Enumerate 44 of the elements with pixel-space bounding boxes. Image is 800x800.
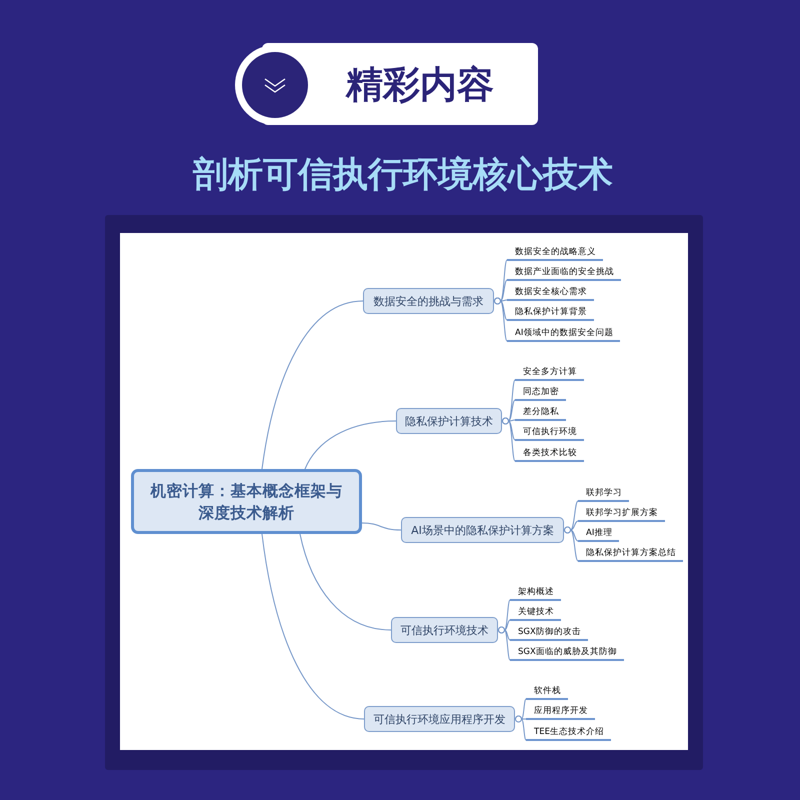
subtopic: 安全多方计算 [515, 366, 584, 381]
subtopic: 软件栈 [526, 685, 568, 700]
subtopic: 架构概述 [510, 586, 561, 601]
branch-line [564, 530, 578, 562]
branch-line [498, 630, 510, 660]
branch-line [494, 298, 508, 302]
branch-line [362, 522, 402, 530]
topic-box: 数据安全的挑战与需求 [363, 288, 494, 314]
subtopic: 隐私保护计算背景 [507, 306, 594, 321]
branch-line [304, 420, 396, 470]
subtopic: SGX面临的威胁及其防御 [510, 646, 624, 661]
subtopic: 同态加密 [515, 386, 566, 401]
topic-box: 隐私保护计算技术 [396, 408, 502, 434]
branch-line [494, 300, 508, 342]
banner-title: 精彩内容 [346, 63, 494, 107]
subtopic: 数据安全核心需求 [507, 286, 594, 301]
subtopic: 联邦学习扩展方案 [578, 507, 665, 522]
branch-line [564, 520, 578, 530]
branch-line [300, 534, 392, 630]
topic-box: 可信执行环境技术 [391, 617, 498, 643]
subtopic: 差分隐私 [515, 406, 566, 421]
subtopic: 应用程序开发 [526, 705, 595, 720]
subtopic: 数据安全的战略意义 [507, 246, 603, 261]
branch-line [514, 718, 526, 740]
topic-box: 可信执行环境应用程序开发 [364, 706, 515, 732]
subtopic: AI推理 [578, 527, 620, 542]
branch-line [502, 420, 516, 462]
topic-box: AI场景中的隐私保护计算方案 [401, 517, 564, 543]
branch-line [514, 716, 526, 720]
subtopic: TEE生态技术介绍 [526, 726, 611, 741]
subtopic: SGX防御的攻击 [510, 626, 588, 641]
subtopic: 联邦学习 [578, 487, 629, 502]
subtitle: 剖析可信执行环境核心技术 [193, 154, 613, 196]
subtopic: 隐私保护计算方案总结 [578, 547, 683, 562]
branch-line [262, 534, 364, 720]
subtopic: AI领域中的数据安全问题 [507, 327, 620, 342]
subtopic: 可信执行环境 [515, 426, 584, 441]
root-topic-box: 机密计算：基本概念框架与深度技术解析 [131, 469, 362, 534]
subtopic: 数据产业面临的安全挑战 [507, 266, 621, 281]
branch-line [262, 300, 364, 470]
branch-line [498, 620, 510, 630]
subtopic: 关键技术 [510, 606, 561, 621]
subtopic: 各类技术比较 [515, 447, 584, 462]
branch-line [502, 418, 516, 422]
